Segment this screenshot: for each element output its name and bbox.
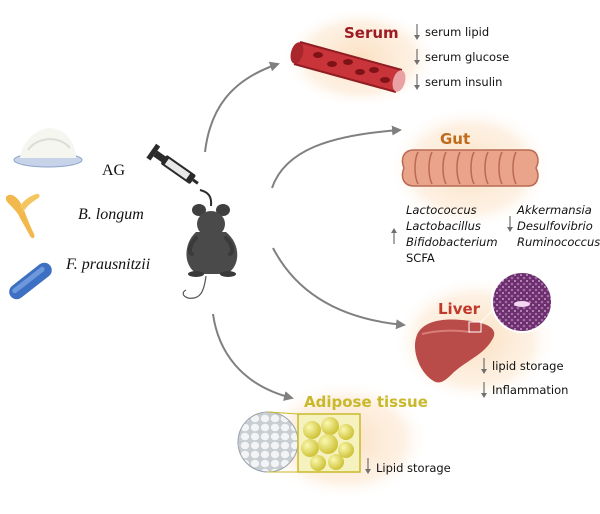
liver-icon [414,303,500,383]
liver-title: Liver [438,300,481,318]
ag-powder-dish-icon [13,128,83,168]
serum-item: serum lipid [425,25,490,39]
gut-title: Gut [440,130,471,148]
gut-increased-item: SCFA [406,251,435,265]
liver-down-arrows [481,358,487,398]
gut-decreased-item: Ruminococcus [517,235,600,249]
liver-histology-icon [491,271,553,333]
b-longum-label: B. longum [78,206,144,223]
gut-decreased-item: Akkermansia [517,203,592,217]
adipose-down-arrow [365,458,371,474]
arrow-to-liver [272,247,406,330]
serum-title: Serum [344,24,399,42]
gut-increased-item: Lactococcus [406,203,477,217]
adipose-item: Lipid storage [376,461,451,475]
gut-up-arrow [391,228,397,244]
adipose-tissue-icon [237,411,361,473]
gut-down-arrow [507,216,513,232]
ag-label: AG [102,162,126,179]
arrow-to-gut [271,125,402,189]
arrow-to-serum [204,61,280,153]
serum-item: serum glucose [425,50,510,64]
gut-increased-item: Lactobacillus [406,219,481,233]
arrow-to-adipose [212,313,294,401]
gut-increased-item: Bifidobacterium [406,235,498,249]
f-prausnitzii-bacterium-icon [9,262,52,300]
liver-item: Inflammation [492,383,569,397]
gut-decreased-item: Desulfovibrio [517,219,593,233]
blood-vessel-icon [290,41,406,93]
adipose-title: Adipose tissue [304,393,428,411]
syringe-icon [146,143,213,207]
f-prausnitzii-label: F. prausnitzii [66,256,151,273]
serum-down-arrows [414,24,420,90]
mouse-icon [182,204,238,299]
b-longum-bacterium-icon [6,193,40,239]
intestine-icon [401,149,539,187]
serum-item: serum insulin [425,75,503,89]
liver-item: lipid storage [492,359,564,373]
